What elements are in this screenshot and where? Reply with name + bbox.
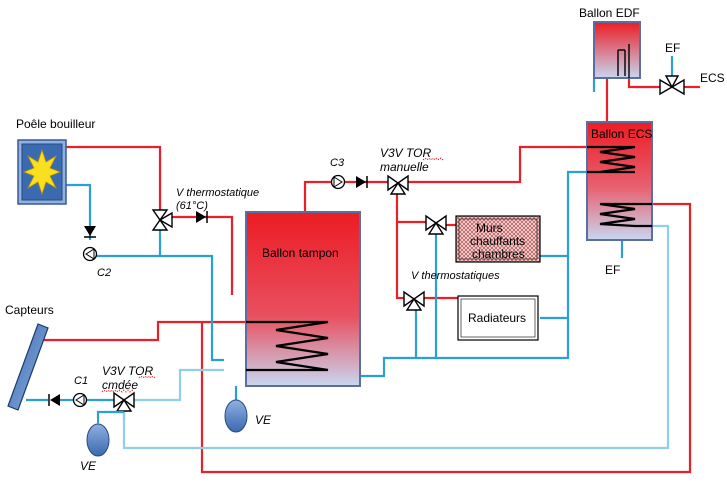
radiateurs [457,295,539,341]
murs-chauffants [455,215,541,263]
pump-c2-icon [82,246,98,262]
v-thermostatiques-label: V thermostatiques [411,270,500,282]
v3v-manuelle-label-1: V3V TOR [380,146,431,160]
pump-c1-icon [72,392,88,408]
ecs-upper-coil-icon [587,145,636,174]
valve-radiateurs [403,290,425,311]
ecs-out-label: ECS [700,71,725,85]
return-pipes [122,224,670,450]
poele-bouilleur [17,139,67,205]
pump-c3-icon [330,174,346,190]
ve-left-label: VE [80,459,97,473]
ballon-tampon [245,211,361,387]
fire-icon [22,148,62,196]
ballon-tampon-label: Ballon tampon [262,246,339,260]
check-valve-thermo [196,211,208,223]
v3v-cmdee-label-2: cmdée [102,378,138,392]
c1-label: C1 [74,375,88,387]
cold-pipes [26,56,674,420]
check-valve-c3 [356,176,368,188]
ef-bottom-label: EF [605,263,620,277]
expansion-vessel-center [224,399,248,433]
valve-ecs [659,75,685,96]
murs-label-1: Murs [476,221,503,235]
radiateurs-label: Radiateurs [468,311,526,325]
valve-v-thermo-61 [151,209,173,231]
c3-label: C3 [330,157,345,169]
ve-center-label: VE [255,413,272,427]
v3v-manuelle-label-2: manuelle [380,160,429,174]
solar-panel-icon [7,323,49,411]
expansion-vessel-left [86,410,124,457]
check-valve-poele [84,226,96,238]
valve-v3v-manuelle [387,174,409,195]
capteurs-label: Capteurs [5,303,54,317]
c2-label: C2 [97,267,111,279]
ecs-lower-coil-icon [599,202,652,228]
v-thermo-label-1: V thermostatique [176,187,259,199]
poele-label: Poêle bouilleur [16,117,95,131]
tampon-coil-icon [246,320,329,372]
ballon-edf-label: Ballon EDF [579,6,640,20]
ballon-ecs [586,121,653,241]
valve-v3v-cmdee [113,391,135,412]
ballon-edf [593,21,641,79]
hot-pipes [40,78,700,474]
ballon-ecs-label: Ballon ECS [591,127,652,141]
v-thermo-label-2: (61°C) [176,200,208,212]
ef-top-label: EF [665,41,680,55]
check-valve-c1 [48,394,60,406]
murs-label-3: chambres [472,247,525,261]
capteurs [7,323,49,411]
v3v-cmdee-label-1: V3V TOR [102,364,153,378]
valve-murs [425,214,447,235]
murs-label-2: chauffants [470,234,525,248]
